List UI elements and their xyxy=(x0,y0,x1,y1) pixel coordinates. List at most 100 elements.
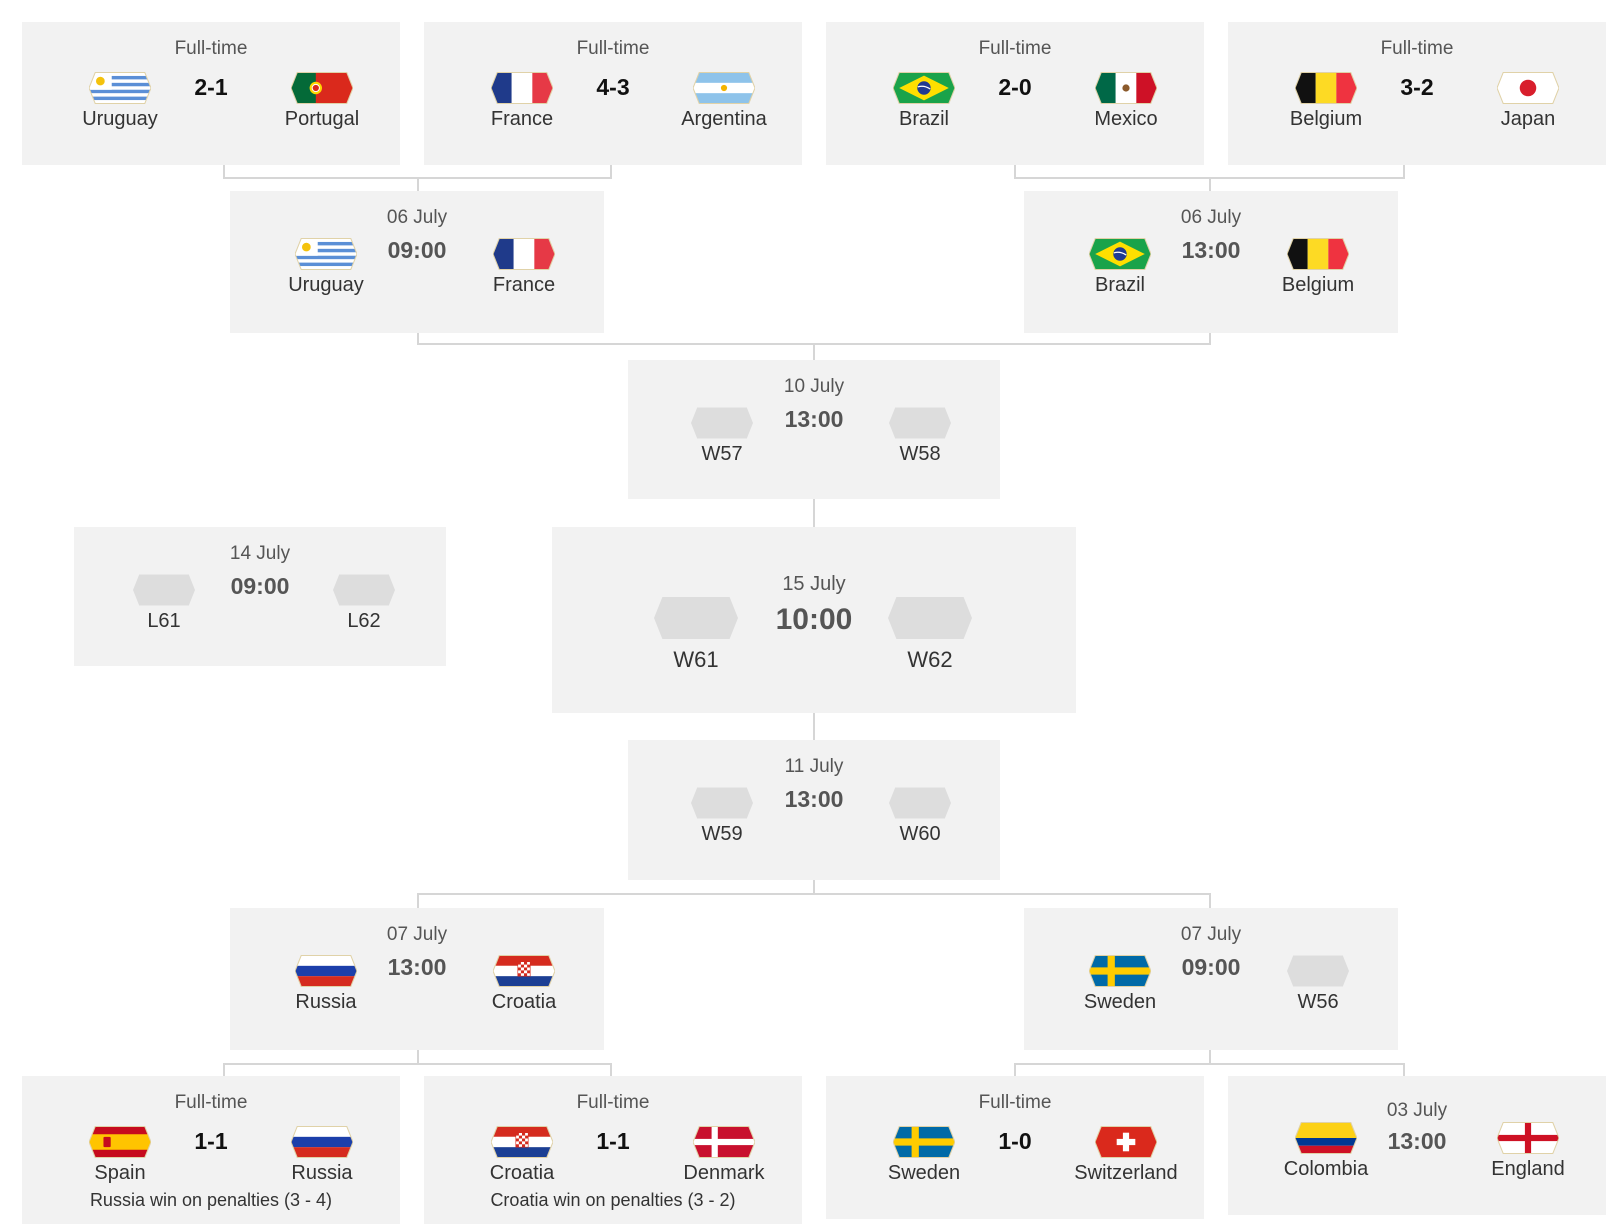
match-score: 3-2 xyxy=(1400,74,1434,100)
match-card-semifinal-2[interactable]: 11 July 13:00 W59 W60 xyxy=(628,740,1000,880)
placeholder-flag-icon xyxy=(691,407,753,439)
match-score: 2-1 xyxy=(194,74,228,100)
match-card-uruguay-france[interactable]: 06 July 09:00 Uruguay France xyxy=(230,191,604,333)
connector-line xyxy=(223,165,225,179)
away-team: England xyxy=(1438,1122,1618,1181)
connector-line xyxy=(223,1063,225,1076)
match-status: Full-time xyxy=(576,38,650,59)
placeholder-flag-icon xyxy=(888,597,972,639)
away-team-name: Portugal xyxy=(284,108,360,130)
away-team: Argentina xyxy=(634,72,814,131)
away-team-name: W56 xyxy=(1297,991,1339,1013)
match-card-spain-russia[interactable]: Full-time Spain 1-1 Russia Russia win on… xyxy=(22,1076,400,1224)
home-team-name: L61 xyxy=(147,610,181,632)
match-status: Full-time xyxy=(174,38,248,59)
match-card-croatia-denmark[interactable]: Full-time Croatia 1-1 Denmark Croatia wi… xyxy=(424,1076,802,1224)
switzerland-flag-icon xyxy=(1095,1126,1157,1158)
home-team: Croatia xyxy=(432,1126,612,1185)
away-team: Belgium xyxy=(1228,238,1408,297)
away-team: Denmark xyxy=(634,1126,814,1185)
away-team-name: Denmark xyxy=(683,1162,765,1184)
home-team: Brazil xyxy=(1030,238,1210,297)
match-time: 10:00 xyxy=(775,603,853,636)
match-card-russia-croatia[interactable]: 07 July 13:00 Russia Croatia xyxy=(230,908,604,1050)
placeholder-flag-icon xyxy=(1287,955,1349,987)
connector-line xyxy=(1403,1063,1405,1076)
home-team: Uruguay xyxy=(30,72,210,131)
away-team: Portugal xyxy=(232,72,412,131)
connector-line xyxy=(813,343,815,360)
away-team: Japan xyxy=(1438,72,1618,131)
match-date: 15 July xyxy=(782,573,846,595)
match-card-brazil-belgium[interactable]: 06 July 13:00 Brazil Belgium xyxy=(1024,191,1398,333)
connector-line xyxy=(813,499,815,527)
home-team-name: Croatia xyxy=(489,1162,555,1184)
match-card-brazil-mexico[interactable]: Full-time Brazil 2-0 Mexico xyxy=(826,22,1204,165)
match-card-semifinal-1[interactable]: 10 July 13:00 W57 W58 xyxy=(628,360,1000,499)
match-score: 1-1 xyxy=(194,1128,228,1154)
match-date: 07 July xyxy=(1180,924,1242,945)
home-team-name: Sweden xyxy=(1083,991,1157,1013)
denmark-flag-icon xyxy=(693,1126,755,1158)
placeholder-flag-icon xyxy=(654,597,738,639)
connector-line xyxy=(417,333,419,345)
japan-flag-icon xyxy=(1497,72,1559,104)
home-team: Brazil xyxy=(834,72,1014,131)
match-card-sweden-w56[interactable]: 07 July 09:00 Sweden W56 xyxy=(1024,908,1398,1050)
match-card-colombia-england[interactable]: 03 July 13:00 Colombia England xyxy=(1228,1076,1606,1215)
connector-line xyxy=(417,1050,419,1065)
match-status: Full-time xyxy=(978,38,1052,59)
match-time: 13:00 xyxy=(1387,1128,1447,1154)
home-team-name: France xyxy=(490,108,554,130)
match-card-third-place[interactable]: 14 July 09:00 L61 L62 xyxy=(74,527,446,666)
away-team: W62 xyxy=(840,597,1020,673)
match-card-sweden-switzerland[interactable]: Full-time Sweden 1-0 Switzerland xyxy=(826,1076,1204,1219)
match-card-france-argentina[interactable]: Full-time France 4-3 Argentina xyxy=(424,22,802,165)
away-team: L62 xyxy=(274,574,454,633)
sweden-flag-icon xyxy=(893,1126,955,1158)
away-team: Russia xyxy=(232,1126,412,1185)
croatia-flag-icon xyxy=(491,1126,553,1158)
home-team-name: Uruguay xyxy=(82,108,158,130)
connector-line xyxy=(1209,1050,1211,1065)
match-time: 13:00 xyxy=(784,786,844,812)
home-team: W57 xyxy=(632,407,812,466)
match-date: 07 July xyxy=(386,924,448,945)
home-team-name: Brazil xyxy=(898,108,949,130)
away-team-name: Argentina xyxy=(681,108,767,130)
away-team-name: W62 xyxy=(907,647,953,672)
match-date: 06 July xyxy=(386,207,448,228)
home-team: W59 xyxy=(632,787,812,846)
home-team: Sweden xyxy=(834,1126,1014,1185)
match-card-uruguay-portugal[interactable]: Full-time Uruguay 2-1 Portugal xyxy=(22,22,400,165)
home-team-name: Belgium xyxy=(1289,108,1363,130)
home-team-name: W59 xyxy=(701,823,743,845)
match-status: Full-time xyxy=(1380,38,1454,59)
connector-line xyxy=(610,1063,612,1076)
away-team-name: W58 xyxy=(899,443,941,465)
home-team-name: Brazil xyxy=(1094,274,1145,296)
penalty-note: Croatia win on penalties (3 - 2) xyxy=(490,1190,736,1210)
away-team: W58 xyxy=(830,407,1010,466)
match-card-final[interactable]: 15 July 10:00 W61 W62 xyxy=(552,527,1076,713)
home-team-name: Russia xyxy=(295,991,357,1013)
argentina-flag-icon xyxy=(693,72,755,104)
russia-flag-icon xyxy=(291,1126,353,1158)
home-team-name: W61 xyxy=(673,647,719,672)
france-flag-icon xyxy=(491,72,553,104)
away-team-name: L62 xyxy=(347,610,381,632)
home-team: Spain xyxy=(30,1126,210,1185)
sweden-flag-icon xyxy=(1089,955,1151,987)
match-card-belgium-japan[interactable]: Full-time Belgium 3-2 Japan xyxy=(1228,22,1606,165)
france-flag-icon xyxy=(493,238,555,270)
match-time: 09:00 xyxy=(1181,954,1241,980)
away-team: W60 xyxy=(830,787,1010,846)
away-team-name: Japan xyxy=(1500,108,1556,130)
home-team-name: W57 xyxy=(701,443,743,465)
connector-line xyxy=(1209,333,1211,345)
placeholder-flag-icon xyxy=(889,787,951,819)
connector-line xyxy=(1014,1063,1016,1076)
match-status: Full-time xyxy=(174,1092,248,1113)
away-team-name: Croatia xyxy=(491,991,557,1013)
connector-line xyxy=(417,177,419,191)
